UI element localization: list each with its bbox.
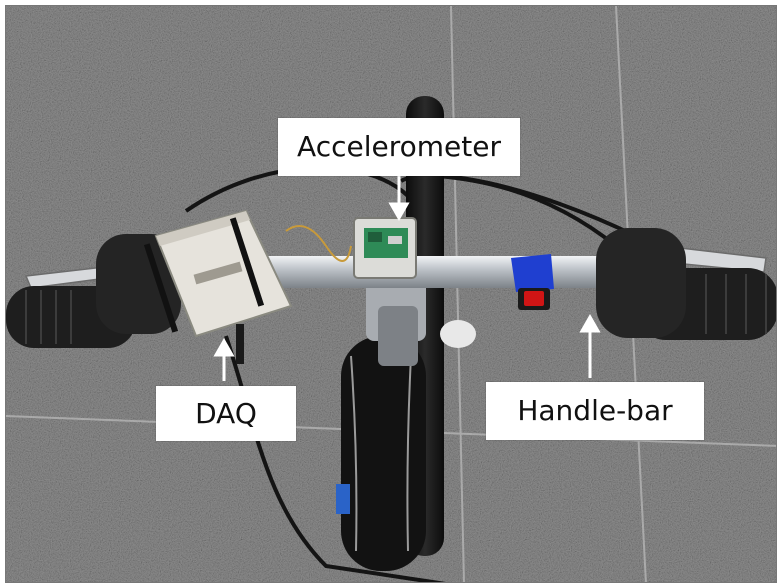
daq-device [143, 209, 293, 364]
photo-frame: Accelerometer DAQ Handle-bar [5, 5, 777, 583]
accelerometer-device [285, 217, 417, 279]
right-grip [596, 228, 776, 340]
handlebar-label: Handle-bar [486, 382, 704, 440]
accelerometer-label: Accelerometer [278, 118, 520, 176]
bicycle-handlebar-photo [6, 6, 776, 582]
left-grip [6, 234, 181, 348]
callout-arrows [213, 171, 601, 381]
daq-label: DAQ [156, 386, 296, 441]
